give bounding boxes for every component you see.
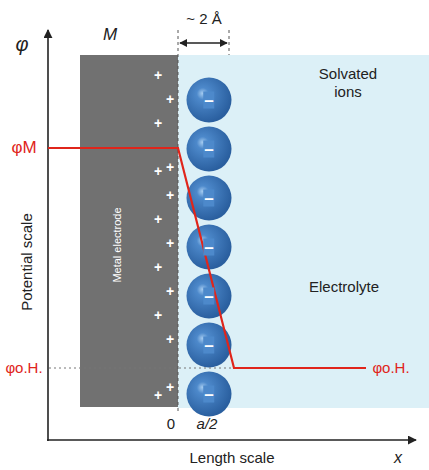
potential-level: φo.H. [372,359,409,377]
region-label: Electrolyte [309,278,379,296]
surface-charge: + [154,67,162,84]
axis-title: Potential scale [18,213,36,311]
ion-charge: – [203,239,214,256]
ion-sphere-fill [187,372,232,417]
ion-circle: – [186,371,232,417]
ion-charge: – [203,386,214,403]
axis-title: Length scale [189,449,274,467]
potential-axis [47,30,49,441]
surface-charge: + [154,307,162,324]
tick-label: a/2 [197,415,218,433]
surface-charge: + [166,91,174,108]
metal-electrode: MMetal electrode [80,55,178,407]
surface-charge: + [154,115,162,132]
tick-label: 0 [167,415,175,433]
surface-charge: + [154,387,162,404]
potential-level: φo.H. [5,359,42,377]
ion-circle: – [186,126,232,172]
ion-circle: – [186,77,232,123]
surface-charge: + [154,211,162,228]
ion-charge: – [203,92,214,109]
ion-circle: – [186,224,232,270]
ion-charge: – [203,190,214,207]
ion-charge: – [203,337,214,354]
electrolyte-region: Solvated ionsElectrolyte – – – – – – – [178,55,429,408]
length-axis [47,439,416,441]
ion-sphere-fill [187,176,232,221]
surface-charge: + [154,163,162,180]
potential-level: φM [11,138,36,158]
ion-charge: – [203,288,214,305]
width-guide [229,30,230,55]
dimension-arrow [180,42,227,43]
dimension-label: ~ 2 Å [186,10,221,28]
surface-charge: + [154,259,162,276]
ion-sphere-fill [187,78,232,123]
surface-charge: + [166,235,174,252]
surface-charge: + [166,187,174,204]
surface-charge: + [166,283,174,300]
surface-charge: + [166,379,174,396]
surface-charge: + [166,159,174,176]
electrode-heading: M [103,25,117,45]
ion-circle: – [186,273,232,319]
ion-charge: – [203,141,214,158]
electrode-label: Metal electrode [111,207,124,282]
ion-circle: – [186,175,232,221]
ion-sphere-fill [187,225,232,270]
ion-sphere-fill [187,274,232,319]
potential-curve [48,148,366,368]
surface-charge: + [166,331,174,348]
axis-symbol: x [394,448,402,467]
ion-sphere-fill [187,127,232,172]
region-label: Solvated ions [303,65,393,101]
axis-symbol: φ [15,32,28,56]
origin-guide [178,30,179,412]
